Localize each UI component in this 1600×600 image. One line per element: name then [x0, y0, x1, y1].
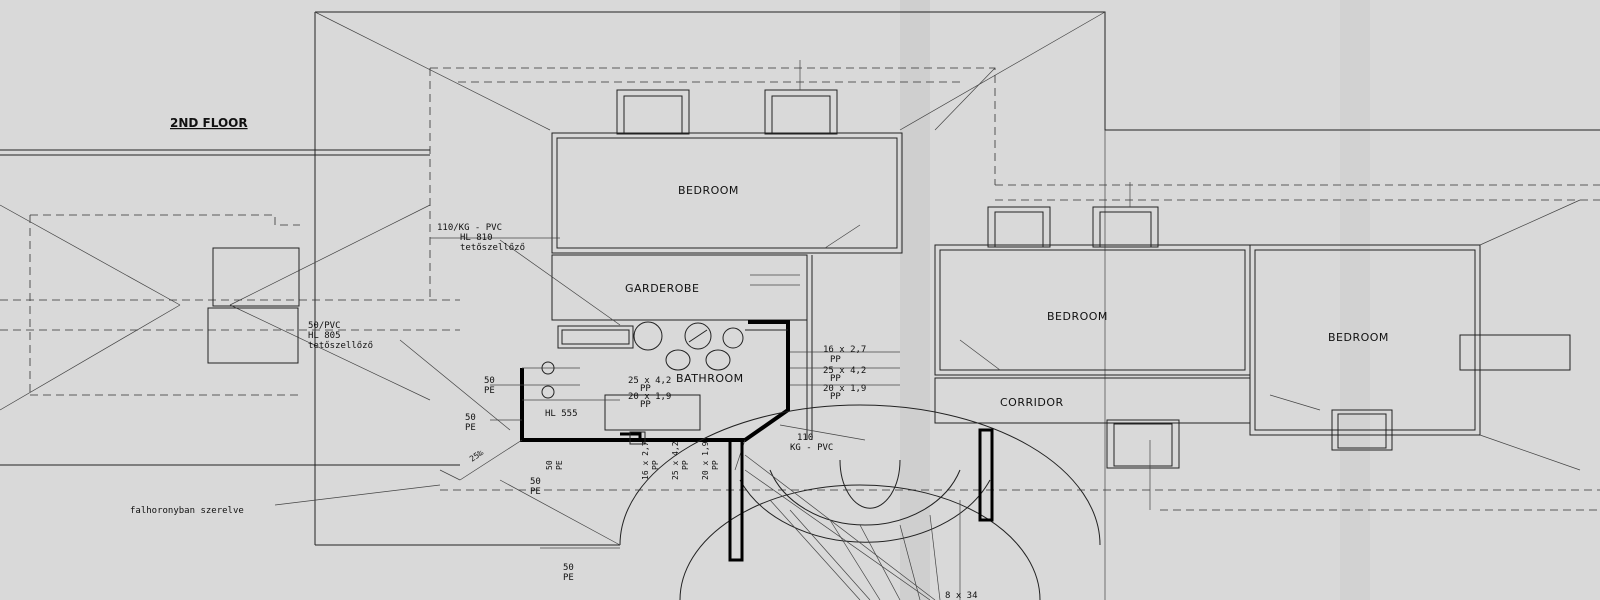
annotation-line: tetőszellőző: [308, 341, 373, 351]
bedroom-right-walls: [1249, 199, 1581, 471]
annotation-line: 50: [484, 376, 495, 386]
annotation-line: 50: [563, 563, 574, 573]
spiral-staircase: [619, 404, 1101, 600]
annotation-line: KG - PVC: [790, 443, 833, 453]
annotation-line: PE: [563, 573, 574, 583]
annotation-line: PP: [640, 400, 651, 410]
annotation-hl-555: HL 555: [545, 409, 578, 419]
annotation-line: tetőszellőző: [460, 243, 525, 253]
annotation-line: PP: [830, 355, 841, 365]
left-annex: [0, 204, 431, 411]
annotation-line: PE: [484, 386, 495, 396]
annotation-line: HL 810: [460, 233, 493, 243]
annotation-line: 110: [797, 433, 813, 443]
room-label-garderobe: GARDEROBE: [625, 282, 699, 295]
annotation-line: 25 x 4,2: [823, 366, 866, 376]
annotation-line: 20 x 1,9: [701, 441, 710, 480]
annotation-falhorony: falhoronyban szerelve: [130, 506, 244, 516]
annotation-line: 110/KG - PVC: [437, 223, 502, 233]
annotation-line: PP: [830, 392, 841, 402]
annotation-line: PE: [555, 460, 564, 470]
annotation-line: PP: [640, 384, 651, 394]
annotation-line: PE: [530, 487, 541, 497]
annotation-line: PP: [711, 460, 720, 470]
paper-fold: [900, 0, 930, 600]
room-label-bedroom-middle: BEDROOM: [1047, 310, 1108, 323]
annotation-pe-50: 50 PE 50 PE HL 555 110 KG - PVC: [465, 376, 833, 453]
annotation-pe-50-bottom: 50 PE: [563, 563, 574, 583]
annotation-line: 16 x 2,7: [823, 345, 866, 355]
room-label-corridor: CORRIDOR: [1000, 396, 1064, 409]
annotation-vent-110: 110/KG - PVC HL 810 tetőszellőző: [437, 223, 525, 253]
annotation-line: PE: [465, 423, 476, 433]
annotation-pe-50-c: 50 PE: [530, 477, 541, 497]
paper-fold-right: [1340, 0, 1370, 600]
annotation-line: HL 805: [308, 331, 341, 341]
room-label-bedroom-right: BEDROOM: [1328, 331, 1389, 344]
annotation-line: 25 x 4,2: [671, 441, 680, 480]
corridor-walls: [934, 377, 1600, 511]
annotation-bottom-dim: 8 x 34: [945, 591, 978, 600]
annotation-line: PP: [830, 374, 841, 384]
annotation-line: 25 x 4,2: [628, 376, 671, 386]
annotation-vertical-labels: 50 PE 16 x 2,7 PP 25 x 4,2 PP 20 x 1,9 P…: [545, 441, 720, 480]
room-label-bathroom: BATHROOM: [676, 372, 744, 385]
bathroom-walls: [439, 320, 900, 481]
floor-title: 2ND FLOOR: [170, 116, 248, 130]
annotation-line: 50: [465, 413, 476, 423]
annotation-pipes-right: 16 x 2,7 PP 25 x 4,2 PP 20 x 1,9 PP: [823, 345, 866, 402]
annotation-line: 50: [530, 477, 541, 487]
annotation-line: 20 x 1,9: [628, 392, 671, 402]
annotation-pipes-left: 25 x 4,2 PP 20 x 1,9 PP: [628, 376, 671, 410]
annotation-line: PP: [651, 460, 660, 470]
annotation-line: PP: [681, 460, 690, 470]
annotation-line: 50: [545, 460, 554, 470]
roof-outline: [0, 11, 1600, 600]
annotation-line: 20 x 1,9: [823, 384, 866, 394]
bedroom-middle-walls: [934, 182, 1251, 376]
leader-lines: [274, 237, 621, 549]
garderobe-walls: [551, 224, 861, 440]
annotation-vent-50: 50/PVC HL 805 tetőszellőző: [308, 321, 373, 351]
annotation-line: 16 x 2,7: [641, 441, 650, 480]
room-label-bedroom-top: BEDROOM: [678, 184, 739, 197]
bedroom-top-walls: [551, 60, 903, 254]
annotation-line: 50/PVC: [308, 321, 341, 331]
